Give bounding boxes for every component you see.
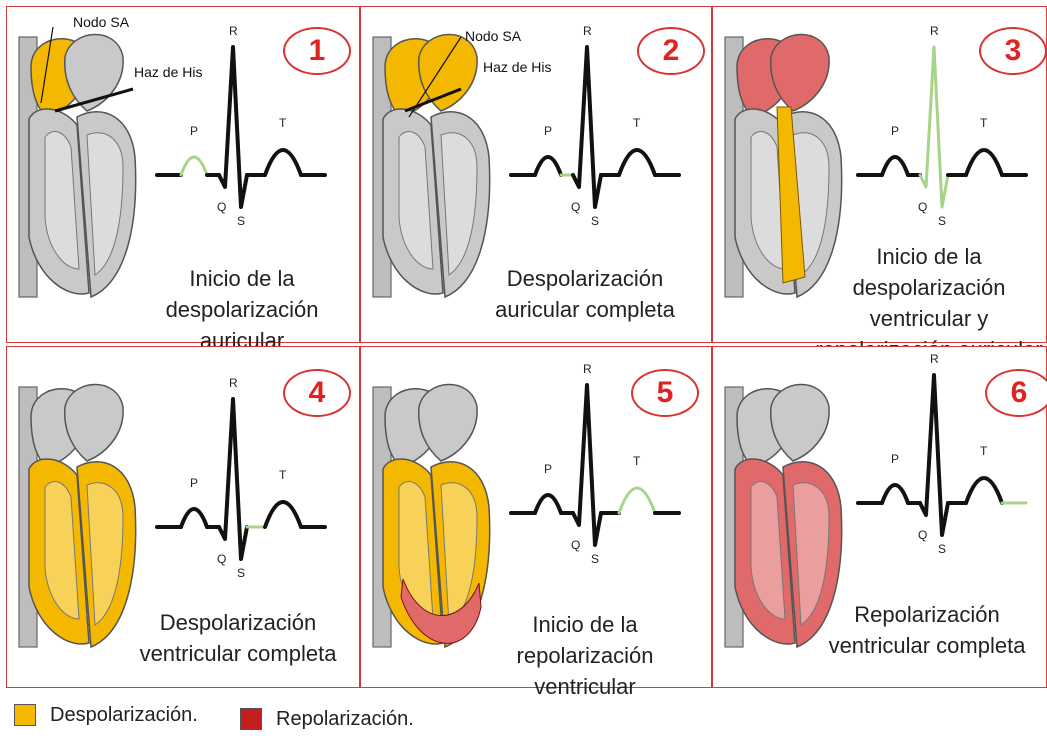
nodo-sa-label: Nodo SA (73, 14, 129, 30)
ecg-segment-T (265, 502, 301, 527)
panel-caption: Repolarización ventricular completa (809, 599, 1045, 661)
ecg-label-S: S (591, 214, 599, 228)
ecg-label-T: T (980, 444, 988, 458)
ecg-segment-P (882, 157, 908, 175)
ecg-label-T: T (633, 454, 641, 468)
panel-3: PRQST 3 Inicio de la despolarización ven… (712, 6, 1047, 343)
step-number-badge: 2 (637, 27, 705, 75)
ecg-label-S: S (938, 214, 946, 228)
depolarizacion-swatch (14, 704, 36, 726)
step-number-badge: 4 (283, 369, 351, 417)
ecg-segment-QRS (573, 385, 601, 545)
ecg-label-T: T (279, 116, 287, 130)
legend-label: Repolarización. (276, 708, 414, 731)
panel-caption: Inicio de la repolarización ventricular (465, 609, 705, 702)
ecg-label-R: R (583, 24, 592, 38)
ecg-label-T: T (279, 468, 287, 482)
panel-6: P R QS T 6 Repolarización ventricular compl… (712, 346, 1047, 688)
panel-caption: Inicio de la despolarización auricular (127, 263, 357, 356)
ecg-label-Q: Q (918, 200, 927, 214)
ecg-segment-QRS (920, 375, 948, 535)
haz-de-his-label: Haz de His (483, 59, 551, 75)
ecg-segment-P (181, 157, 207, 175)
ecg-segment-T (966, 150, 1002, 175)
ecg-label-Q: Q (571, 538, 580, 552)
panel-caption: Despolarización auricular completa (463, 263, 707, 325)
ecg-label-Q: Q (217, 200, 226, 214)
haz-de-his-label: Haz de His (134, 64, 202, 80)
ecg-label-P: P (544, 462, 552, 476)
ecg-label-R: R (229, 24, 238, 38)
nodo-sa-label: Nodo SA (465, 28, 521, 44)
ecg-label-S: S (237, 214, 245, 228)
ecg-segment-P (882, 485, 908, 503)
panel-5: PRQST 5 Inicio de la repolarización vent… (360, 346, 712, 688)
ecg-label-S: S (237, 566, 245, 580)
ecg-segment-QRS (219, 399, 247, 559)
ecg-label-R: R (583, 362, 592, 376)
ecg-label-R: R (930, 24, 939, 38)
ecg-segment-QRS (573, 47, 601, 207)
ecg-label-Q: Q (217, 552, 226, 566)
ecg-label-R: R (930, 352, 939, 366)
ecg-segment-T (265, 150, 301, 175)
ecg-segment-QRS (219, 47, 247, 207)
ecg-label-S: S (591, 552, 599, 566)
step-number-badge: 5 (631, 369, 699, 417)
ecg-segment-T (619, 150, 655, 175)
legend-repolarizacion: Repolarización. (240, 704, 414, 734)
ecg-label-T: T (633, 116, 641, 130)
ecg-segment-P (181, 509, 207, 527)
ecg-label-S: S (938, 542, 946, 556)
ecg-label-P: P (190, 476, 198, 490)
panel-caption: Despolarización ventricular completa (115, 607, 361, 669)
ecg-segment-T (619, 488, 655, 513)
ecg-label-P: P (891, 452, 899, 466)
legend-label: Despolarización. (50, 704, 198, 727)
ecg-segment-P (535, 157, 561, 175)
step-number-badge: 6 (985, 369, 1047, 417)
step-number-badge: 1 (283, 27, 351, 75)
ecg-label-Q: Q (918, 528, 927, 542)
repolarizacion-swatch (240, 708, 262, 730)
legend-depolarizacion: Despolarización. (14, 700, 198, 730)
ecg-label-T: T (980, 116, 988, 130)
ecg-label-P: P (190, 124, 198, 138)
ecg-segment-P (535, 495, 561, 513)
ecg-label-Q: Q (571, 200, 580, 214)
ecg-label-R: R (229, 376, 238, 390)
step-number-badge: 3 (979, 27, 1047, 75)
ecg-label-P: P (891, 124, 899, 138)
ecg-segment-QRS (920, 47, 948, 207)
ecg-label-P: P (544, 124, 552, 138)
ecg-segment-T (966, 478, 1002, 503)
